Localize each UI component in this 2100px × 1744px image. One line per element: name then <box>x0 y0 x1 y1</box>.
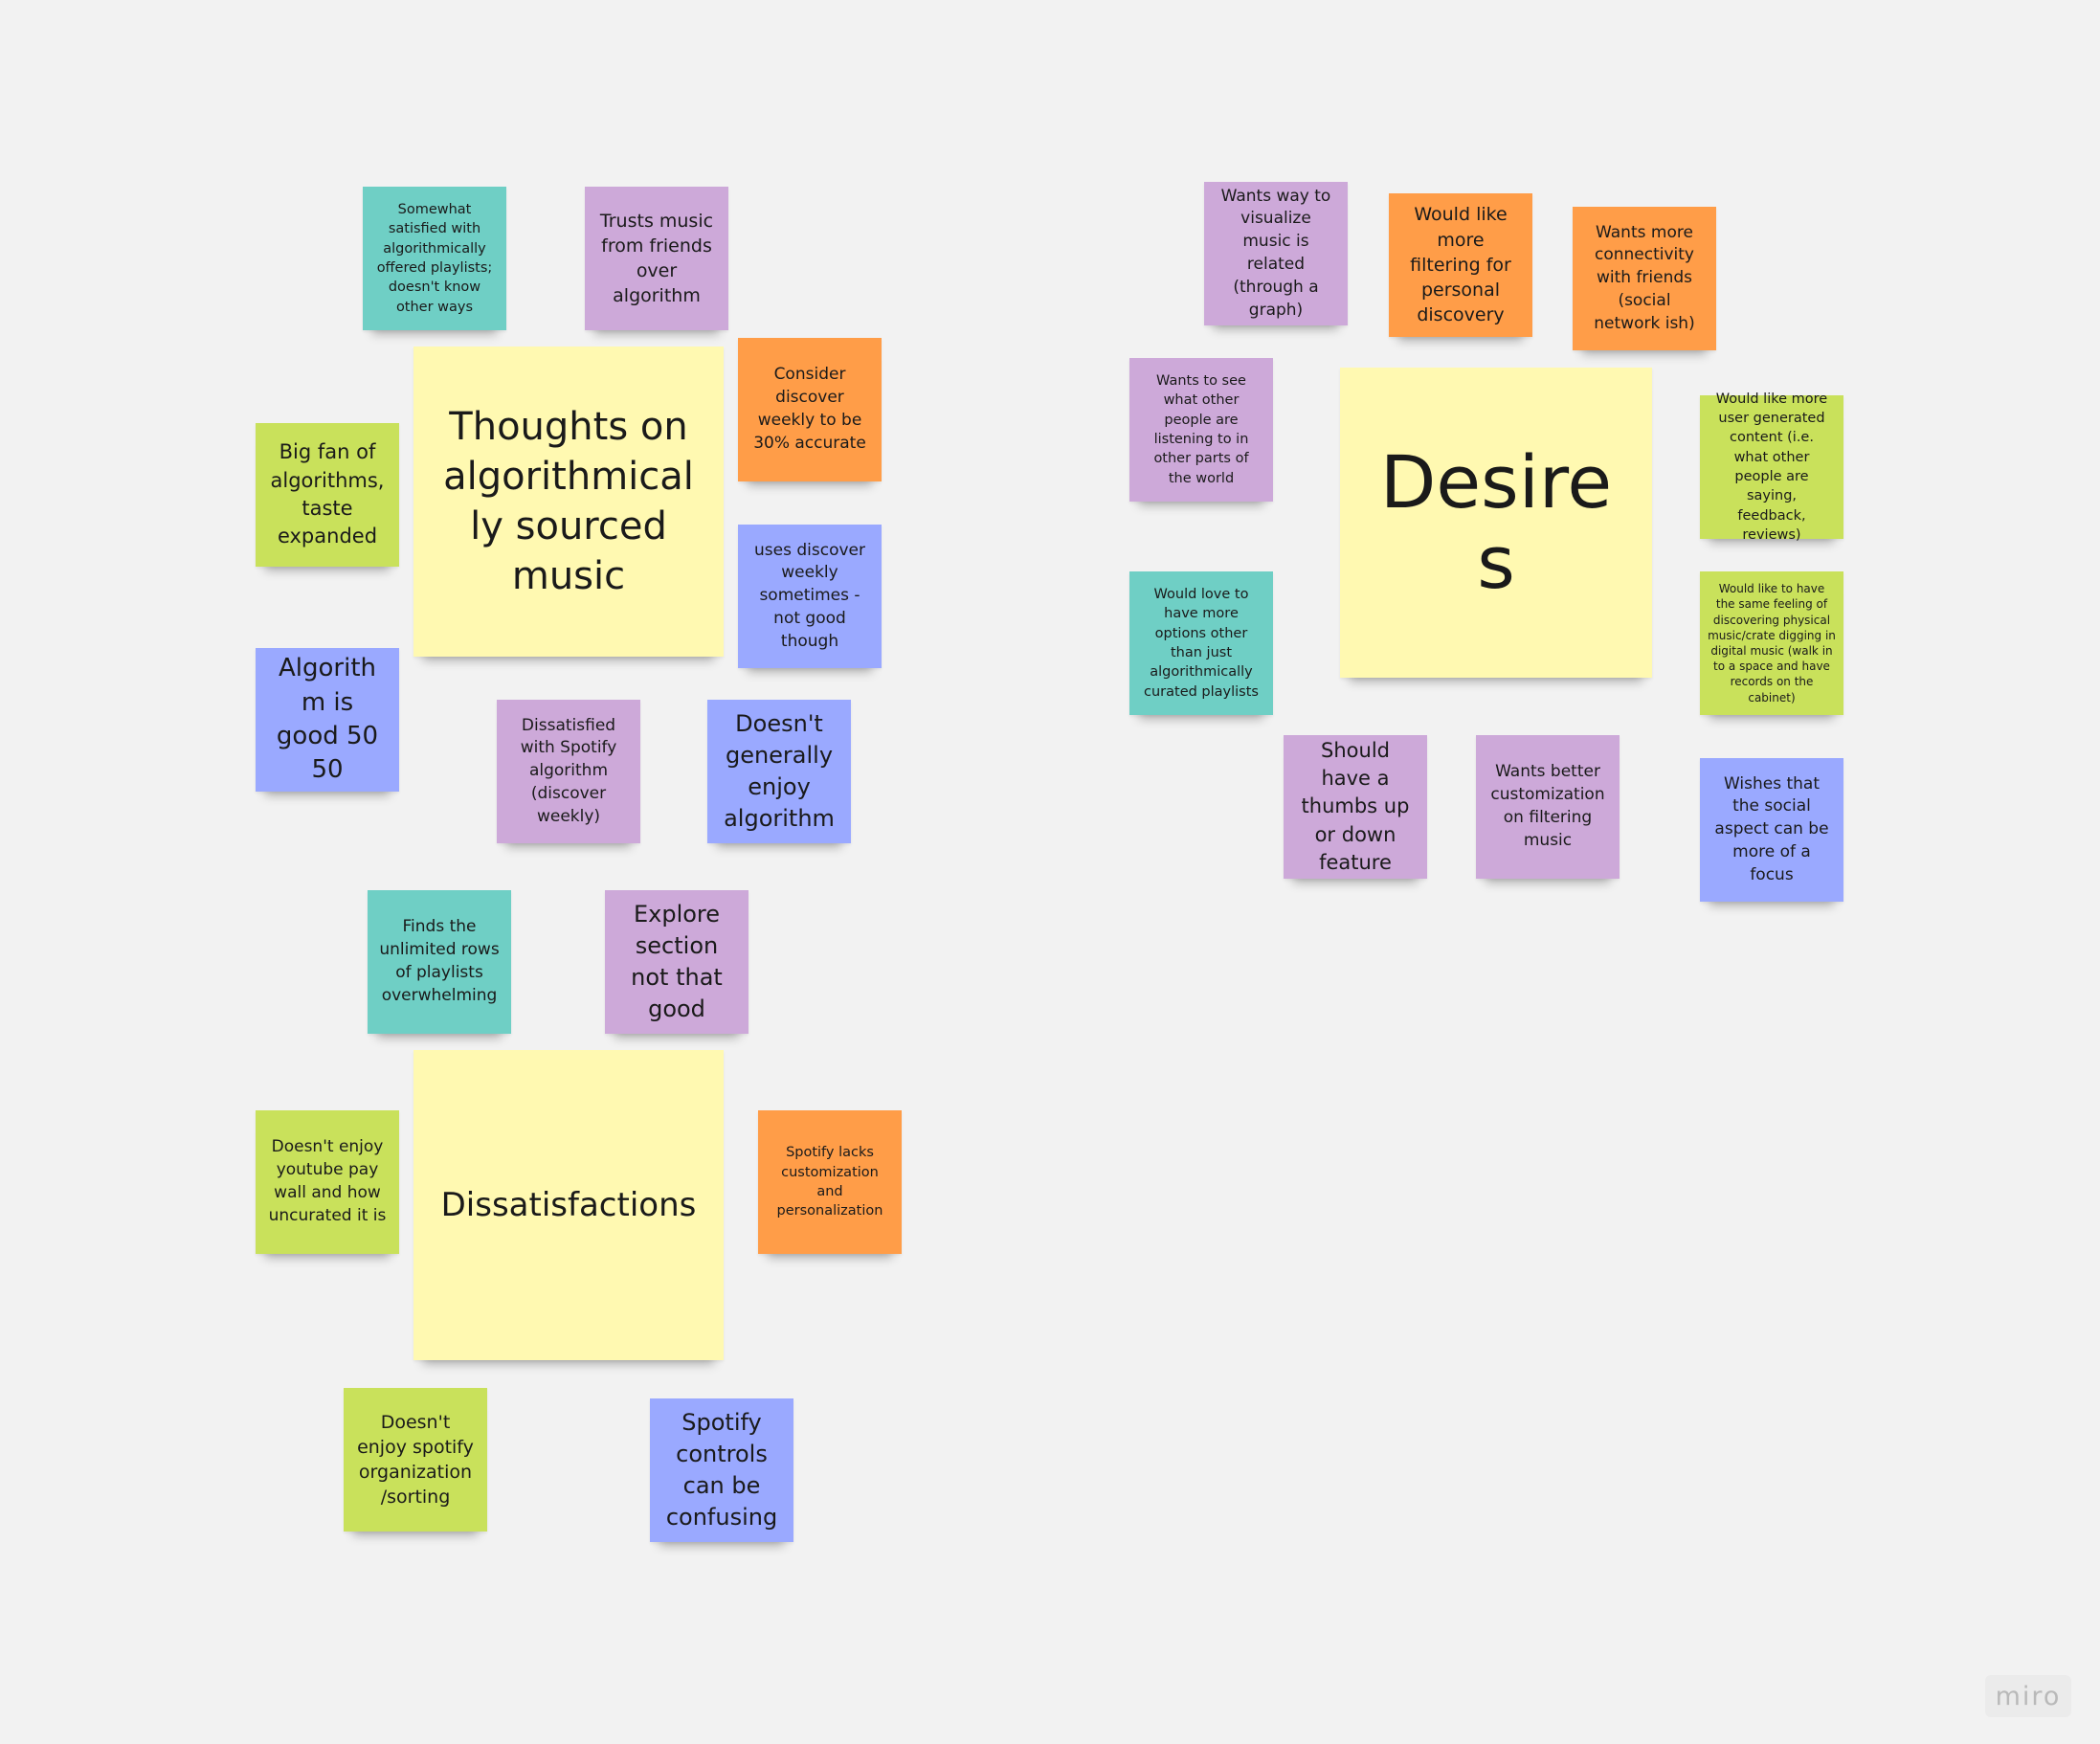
sticky-note-text: Algorithm is good 50 50 <box>276 654 379 785</box>
sticky-note-text: Wishes that the social aspect can be mor… <box>1714 773 1829 884</box>
sticky-note-text: Doesn't enjoy youtube pay wall and how u… <box>268 1137 387 1225</box>
sticky-note-text: Spotify controls can be confusing <box>665 1408 778 1532</box>
sticky-note-more-filtering[interactable]: Would like more filtering for personal d… <box>1389 193 1532 337</box>
sticky-note-uses-discover-weekly[interactable]: uses discover weekly sometimes - not goo… <box>738 525 882 668</box>
header-note-text: Thoughts on algorithmically sourced musi… <box>443 405 694 598</box>
sticky-note-unlimited-rows[interactable]: Finds the unlimited rows of playlists ov… <box>368 890 511 1034</box>
sticky-note-text: Trusts music from friends over algorithm <box>599 210 714 307</box>
miro-logo-text: miro <box>1995 1681 2062 1711</box>
sticky-note-organization-sorting[interactable]: Doesn't enjoy spotify organization /sort… <box>344 1388 487 1532</box>
miro-logo: miro <box>1985 1675 2071 1717</box>
header-note-desires[interactable]: Desires <box>1340 368 1652 678</box>
header-note-thoughts[interactable]: Thoughts on algorithmically sourced musi… <box>413 347 724 657</box>
sticky-note-text: uses discover weekly sometimes - not goo… <box>754 540 865 651</box>
sticky-note-youtube-paywall[interactable]: Doesn't enjoy youtube pay wall and how u… <box>256 1110 399 1254</box>
sticky-note-discover-weekly-30[interactable]: Consider discover weekly to be 30% accur… <box>738 338 882 481</box>
sticky-note-text: Spotify lacks customization and personal… <box>776 1145 883 1219</box>
sticky-note-text: Would like more user generated content (… <box>1715 391 1828 543</box>
sticky-note-more-options[interactable]: Would love to have more options other th… <box>1129 571 1273 715</box>
sticky-note-algorithm-50-50[interactable]: Algorithm is good 50 50 <box>256 648 399 792</box>
sticky-note-crate-digging[interactable]: Would like to have the same feeling of d… <box>1700 571 1843 715</box>
sticky-note-customization-filtering[interactable]: Wants better customization on filtering … <box>1476 735 1620 879</box>
sticky-note-text: Finds the unlimited rows of playlists ov… <box>379 917 500 1005</box>
sticky-note-satisfied[interactable]: Somewhat satisfied with algorithmically … <box>363 187 506 330</box>
sticky-note-dissatisfied-spotify[interactable]: Dissatisfied with Spotify algorithm (dis… <box>497 700 640 843</box>
sticky-note-text: Should have a thumbs up or down feature <box>1301 738 1410 875</box>
sticky-note-visualize[interactable]: Wants way to visualize music is related … <box>1204 182 1348 325</box>
sticky-note-text: Consider discover weekly to be 30% accur… <box>753 365 866 453</box>
header-note-text: Dissatisfactions <box>440 1185 697 1224</box>
sticky-note-lacks-customization[interactable]: Spotify lacks customization and personal… <box>758 1110 902 1254</box>
sticky-note-text: Wants to see what other people are liste… <box>1153 373 1249 486</box>
header-note-text: Desires <box>1379 439 1613 605</box>
sticky-note-connectivity[interactable]: Wants more connectivity with friends (so… <box>1573 207 1716 350</box>
sticky-note-text: Doesn't generally enjoy algorithm <box>724 709 835 833</box>
sticky-note-text: Explore section not that good <box>631 900 723 1023</box>
sticky-note-social-aspect[interactable]: Wishes that the social aspect can be mor… <box>1700 758 1843 902</box>
sticky-note-user-generated[interactable]: Would like more user generated content (… <box>1700 391 1843 543</box>
header-note-dissatisfactions[interactable]: Dissatisfactions <box>413 1050 724 1360</box>
sticky-note-explore-section[interactable]: Explore section not that good <box>605 890 748 1034</box>
sticky-note-text: Would like more filtering for personal d… <box>1410 204 1511 326</box>
sticky-note-other-parts-world[interactable]: Wants to see what other people are liste… <box>1129 358 1273 502</box>
sticky-note-thumbs-up[interactable]: Should have a thumbs up or down feature <box>1284 735 1427 879</box>
sticky-note-big-fan[interactable]: Big fan of algorithms, taste expanded <box>256 423 399 567</box>
sticky-note-text: Wants better customization on filtering … <box>1490 762 1605 850</box>
sticky-note-text: Big fan of algorithms, taste expanded <box>270 440 385 548</box>
sticky-note-text: Would like to have the same feeling of d… <box>1708 582 1836 704</box>
sticky-note-text: Somewhat satisfied with algorithmically … <box>376 202 493 315</box>
sticky-note-text: Doesn't enjoy spotify organization /sort… <box>357 1411 474 1509</box>
sticky-note-text: Wants more connectivity with friends (so… <box>1594 222 1695 333</box>
sticky-note-trusts-friends[interactable]: Trusts music from friends over algorithm <box>585 187 728 330</box>
sticky-note-text: Wants way to visualize music is related … <box>1220 186 1331 320</box>
sticky-note-text: Dissatisfied with Spotify algorithm (dis… <box>520 715 617 826</box>
sticky-note-text: Would love to have more options other th… <box>1144 587 1259 700</box>
sticky-note-controls-confusing[interactable]: Spotify controls can be confusing <box>650 1398 793 1542</box>
sticky-note-doesnt-enjoy-algorithm[interactable]: Doesn't generally enjoy algorithm <box>707 700 851 843</box>
